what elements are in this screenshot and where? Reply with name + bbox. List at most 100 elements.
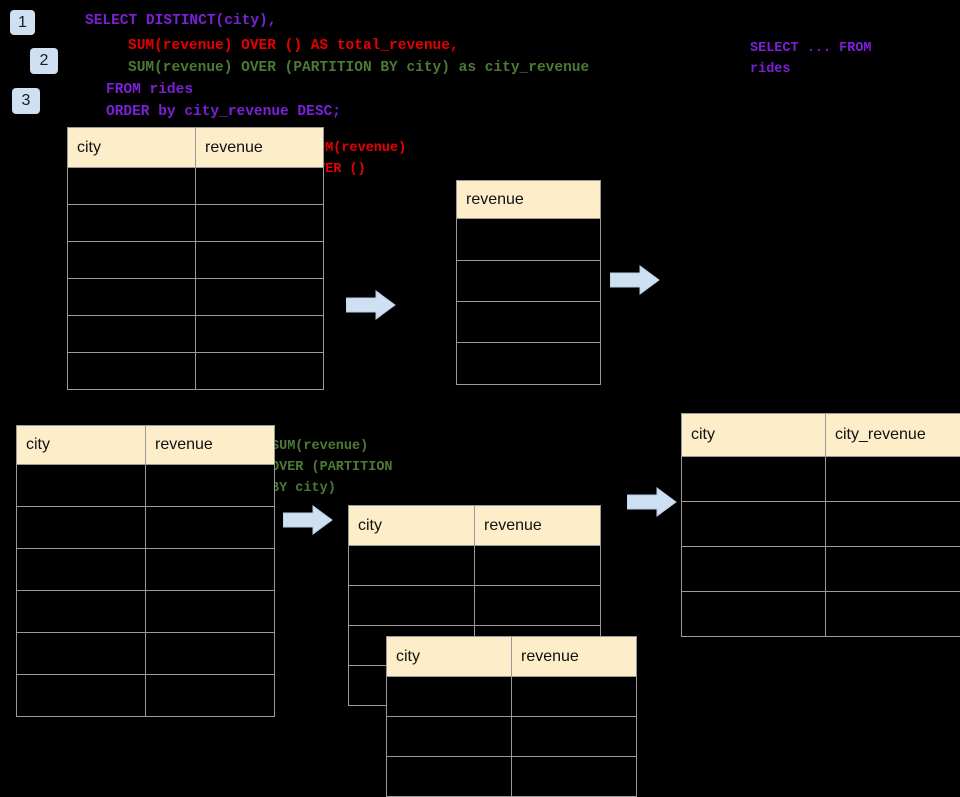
column-header-city: city	[68, 128, 196, 168]
step-badge-3-label: 3	[22, 93, 31, 109]
table-cell	[68, 205, 196, 242]
table-row	[682, 502, 960, 547]
table-cell	[387, 717, 512, 757]
arrow-partition-to-result	[627, 487, 677, 517]
table-row	[68, 353, 324, 390]
column-header-revenue: revenue	[475, 506, 601, 546]
table-cell	[349, 546, 475, 586]
table-row	[682, 547, 960, 592]
table-cell	[146, 591, 275, 633]
table-cell	[17, 507, 146, 549]
annot-select-from-rides: SELECT ... FROM rides	[750, 38, 872, 80]
table-header-row: city city_revenue	[682, 414, 960, 457]
diagram-canvas: 1 2 3 SELECT DISTINCT(city), SUM(revenue…	[0, 0, 960, 720]
table-partition-front: city revenue	[386, 636, 637, 797]
table-cell	[17, 549, 146, 591]
table-header-row: city revenue	[387, 637, 637, 677]
table-row	[17, 507, 275, 549]
table-row	[68, 205, 324, 242]
table-header-row: city revenue	[68, 128, 324, 168]
table-cell	[826, 457, 960, 502]
table-row	[17, 549, 275, 591]
table-header-row: revenue	[457, 181, 601, 219]
table-row	[457, 302, 601, 343]
table-cell	[17, 591, 146, 633]
column-header-city-revenue: city_revenue	[826, 414, 960, 457]
table-cell	[17, 675, 146, 717]
table-result: city city_revenue	[681, 413, 960, 637]
sql-line-4: FROM rides	[106, 80, 193, 101]
table-cell	[512, 717, 637, 757]
table-cell	[457, 261, 601, 302]
table-cell	[68, 353, 196, 390]
table-cell	[349, 586, 475, 626]
table-cell	[826, 547, 960, 592]
table-cell	[512, 757, 637, 797]
table-row	[17, 591, 275, 633]
sql-line-3: SUM(revenue) OVER (PARTITION BY city) as…	[128, 58, 589, 79]
table-cell	[196, 168, 324, 205]
table-header-row: city revenue	[17, 426, 275, 465]
table-cell	[146, 675, 275, 717]
table-row	[457, 261, 601, 302]
column-header-revenue: revenue	[196, 128, 324, 168]
table-row	[68, 279, 324, 316]
table-cell	[146, 549, 275, 591]
column-header-revenue: revenue	[512, 637, 637, 677]
table-cell	[146, 507, 275, 549]
table-cell	[457, 343, 601, 385]
table-cell	[457, 219, 601, 261]
column-header-city: city	[17, 426, 146, 465]
table-cell	[146, 465, 275, 507]
table-cell	[196, 316, 324, 353]
table-cell	[682, 592, 826, 637]
table-row	[17, 465, 275, 507]
table-cell	[68, 316, 196, 353]
table-row	[68, 316, 324, 353]
table-cell	[512, 677, 637, 717]
column-header-city: city	[682, 414, 826, 457]
table-cell	[68, 242, 196, 279]
table-cell	[682, 547, 826, 592]
column-header-city: city	[387, 637, 512, 677]
sql-line-5: ORDER by city_revenue DESC;	[106, 102, 341, 123]
table-row	[387, 757, 637, 797]
table-row	[68, 242, 324, 279]
table-row	[387, 717, 637, 757]
table-row	[349, 546, 601, 586]
table-cell	[196, 279, 324, 316]
step-badge-2: 2	[30, 48, 58, 74]
table-cell	[68, 279, 196, 316]
sql-line-2: SUM(revenue) OVER () AS total_revenue,	[128, 36, 459, 57]
sql-line-1: SELECT DISTINCT(city),	[85, 11, 276, 32]
table-cell	[196, 353, 324, 390]
table-row	[387, 677, 637, 717]
table-cell	[387, 677, 512, 717]
table-cell	[68, 168, 196, 205]
table-row	[457, 343, 601, 385]
table-cell	[826, 592, 960, 637]
arrow-rides-to-partition	[283, 505, 333, 535]
table-cell	[475, 586, 601, 626]
table-cell	[475, 546, 601, 586]
table-cell	[826, 502, 960, 547]
step-badge-3: 3	[12, 88, 40, 114]
table-cell	[17, 465, 146, 507]
table-rides-bottom: city revenue	[16, 425, 275, 717]
table-row	[457, 219, 601, 261]
table-rides-top: city revenue	[67, 127, 324, 390]
table-header-row: city revenue	[349, 506, 601, 546]
column-header-city: city	[349, 506, 475, 546]
table-row	[682, 592, 960, 637]
step-badge-1-label: 1	[18, 15, 27, 31]
column-header-revenue: revenue	[457, 181, 601, 219]
table-cell	[196, 205, 324, 242]
table-row	[682, 457, 960, 502]
step-badge-2-label: 2	[40, 53, 49, 69]
table-total-revenue: revenue	[456, 180, 601, 385]
table-cell	[17, 633, 146, 675]
table-cell	[387, 757, 512, 797]
table-row	[17, 675, 275, 717]
arrow-rides-to-total	[346, 290, 396, 320]
annot-sum-over-partition: SUM(revenue) OVER (PARTITION BY city)	[271, 436, 393, 499]
